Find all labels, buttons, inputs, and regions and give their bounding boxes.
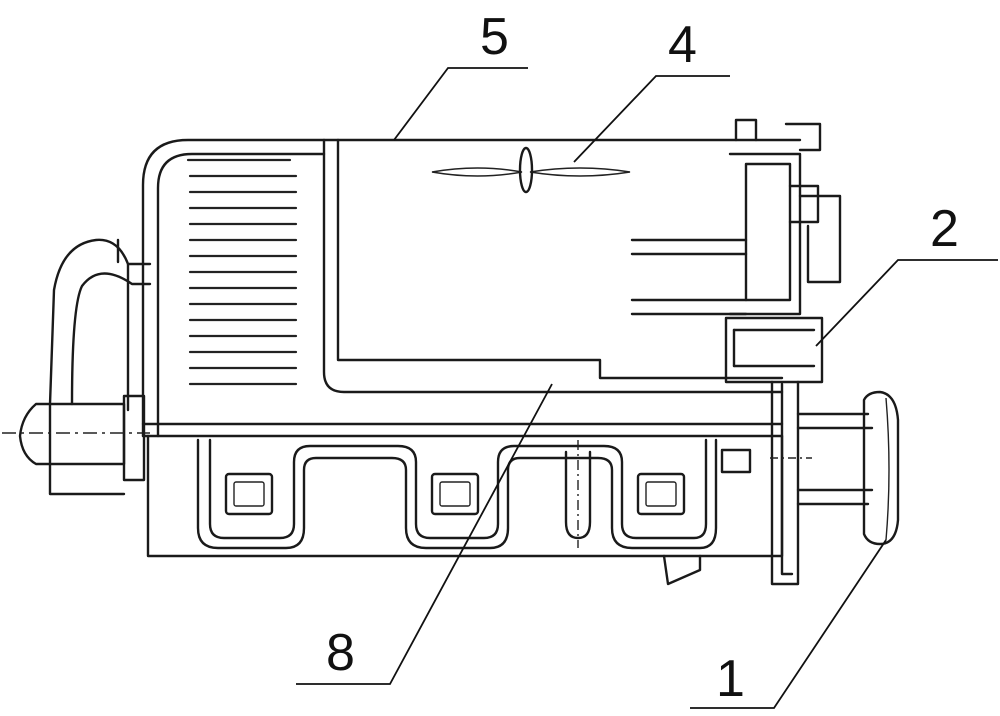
knob-shaft xyxy=(770,382,898,584)
connector-block xyxy=(632,120,840,382)
leader-5 xyxy=(394,68,528,140)
label-2: 2 xyxy=(930,200,959,258)
vent-grille xyxy=(188,160,296,384)
leader-2 xyxy=(816,260,998,346)
bottom-tray xyxy=(148,436,782,584)
label-4: 4 xyxy=(668,16,697,74)
fan-blade xyxy=(432,148,630,192)
leader-lines xyxy=(296,68,998,708)
inlet-pipe xyxy=(50,240,150,410)
label-5: 5 xyxy=(480,8,509,66)
leader-4 xyxy=(574,76,730,162)
label-1: 1 xyxy=(716,650,745,708)
part-labels: 5 4 2 8 1 xyxy=(326,8,959,708)
label-8: 8 xyxy=(326,624,355,682)
